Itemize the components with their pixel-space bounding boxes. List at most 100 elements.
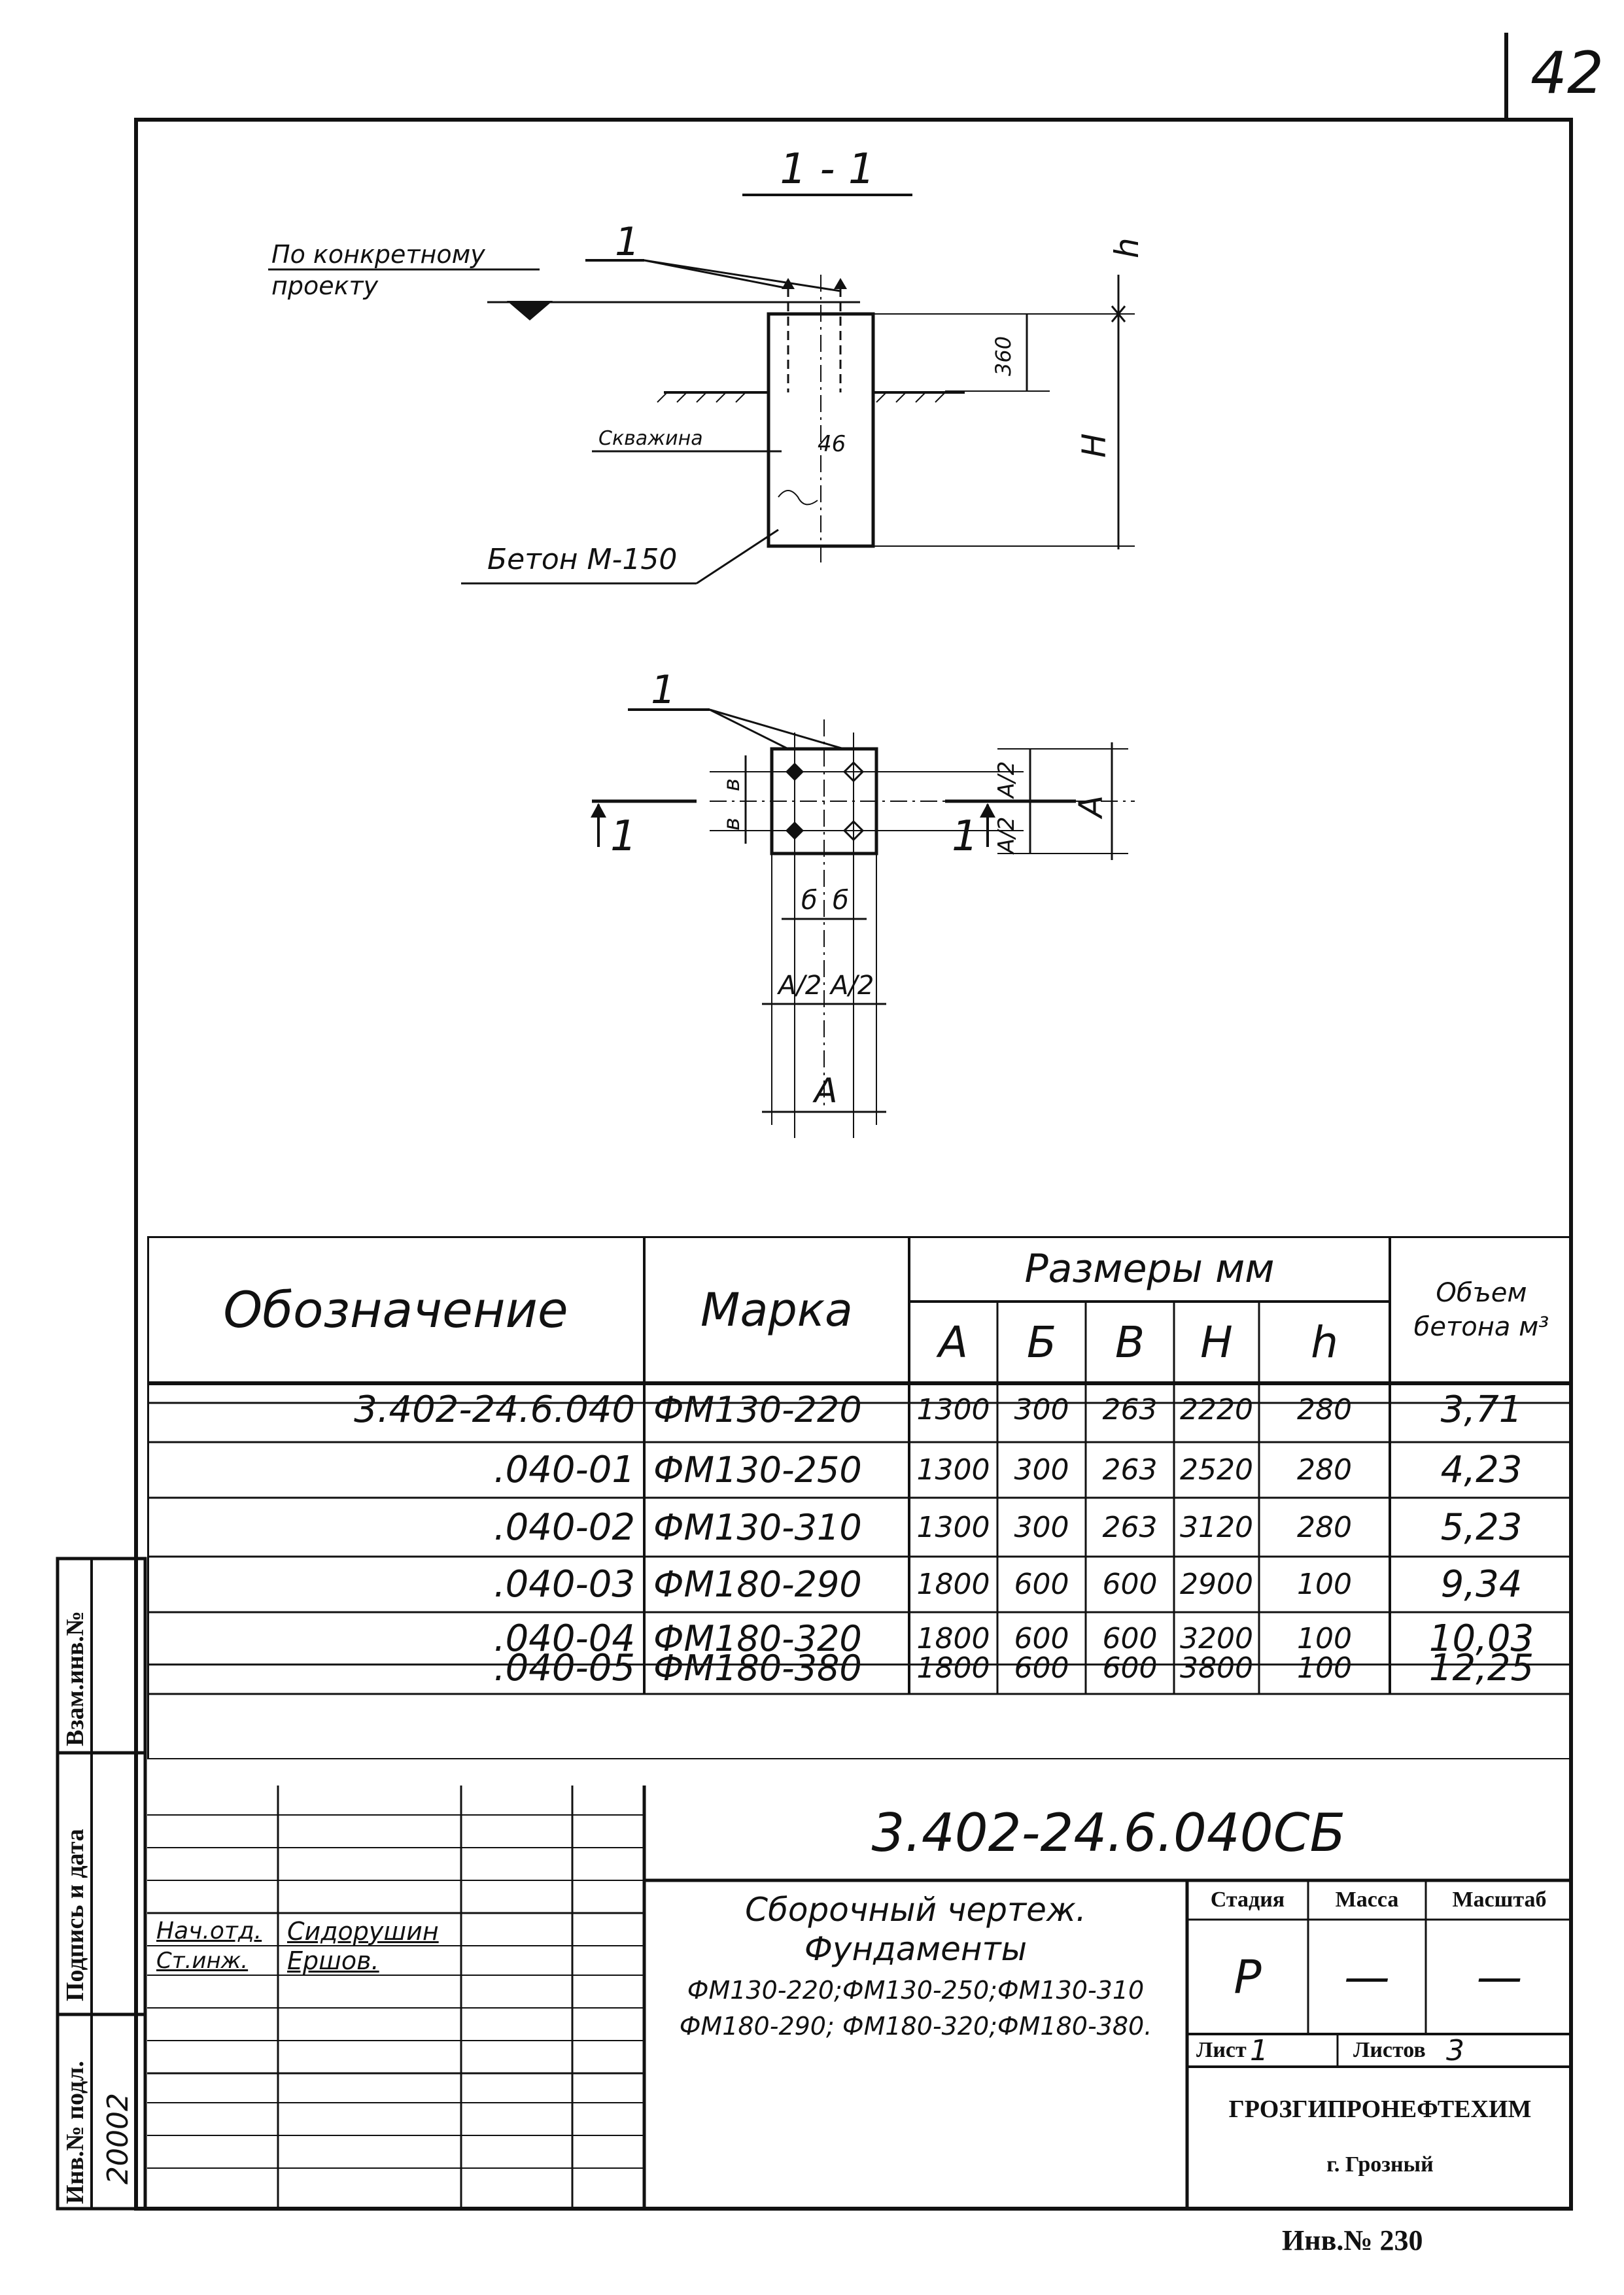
- cell-designation: .040-02: [493, 1506, 635, 1549]
- cell-H: 3120: [1180, 1510, 1253, 1544]
- concrete-label: Бетон М-150: [487, 543, 677, 576]
- section-callout-mark: 1: [615, 219, 640, 265]
- sheets-value: 3: [1446, 2033, 1464, 2067]
- cell-mark: ФМ180-320: [653, 1617, 862, 1659]
- label-swap: Взам.инв.№: [61, 1611, 89, 1746]
- sheets-label: Листов: [1353, 2038, 1426, 2062]
- side-stamp: Взам.инв.№ Подпись и дата Инв.№ подл. 20…: [56, 1557, 147, 2211]
- section-mark-right: 1: [952, 812, 978, 861]
- drawing-area: 1 - 1 По конкретному проекту 1 Скважина …: [268, 145, 1146, 1138]
- ground-hatch: [657, 392, 946, 403]
- plan-callout-mark: 1: [651, 667, 676, 713]
- cell-V: 600: [1102, 1651, 1158, 1685]
- title-line3: ФМ130-220;ФМ130-250;ФМ130-310: [687, 1975, 1145, 2005]
- cell-h: 100: [1297, 1568, 1352, 1601]
- well-dim: 46: [818, 431, 846, 457]
- anchor-bolt-icon: [842, 761, 865, 783]
- name2: Ершов.: [287, 1946, 379, 1975]
- cell-H: 3200: [1180, 1621, 1253, 1655]
- role1: Нач.отд.: [156, 1918, 262, 1944]
- cell-h: 280: [1297, 1510, 1352, 1544]
- header-mark: Марка: [700, 1283, 853, 1337]
- section-title: 1 - 1: [780, 145, 874, 194]
- anchor-bolt-icon: [786, 763, 804, 781]
- label-inv: Инв.№ подл.: [61, 2060, 89, 2204]
- cell-V: 263: [1102, 1453, 1158, 1487]
- sheet-value: 1: [1250, 2033, 1268, 2067]
- dim-360: 360: [991, 336, 1016, 376]
- cell-h: 280: [1297, 1453, 1352, 1487]
- organization-name: ГРОЗГИПРОНЕФТЕХИМ: [1228, 2096, 1532, 2123]
- dim-a-half-2: A/2: [993, 817, 1020, 855]
- cell-h: 100: [1297, 1621, 1352, 1655]
- header-col-h-upper: Н: [1200, 1317, 1233, 1368]
- title-line1: Сборочный чертеж.: [745, 1891, 1086, 1929]
- scale-value: —: [1476, 1950, 1523, 2004]
- cell-H: 2520: [1180, 1453, 1253, 1487]
- cell-B: 600: [1014, 1651, 1069, 1685]
- section-arrow-icon: [591, 803, 606, 818]
- header-designation: Обозначение: [223, 1281, 568, 1339]
- cell-mark: ФМ180-290: [653, 1564, 862, 1605]
- sheet-number-divider: [1504, 33, 1508, 118]
- dim-H: H: [1075, 433, 1113, 458]
- drawing-code: 3.402-24.6.040СБ: [871, 1803, 1346, 1863]
- cell-volume: 9,34: [1440, 1563, 1523, 1606]
- cell-A: 1300: [916, 1510, 990, 1544]
- cell-h: 280: [1297, 1392, 1352, 1426]
- inv-value: 20002: [101, 2093, 135, 2184]
- spec-table-grid: [147, 1236, 1573, 1759]
- cell-A: 1300: [916, 1392, 990, 1426]
- title-block: 3.402-24.6.040СБ Сборочный чертеж. Фунда…: [147, 1786, 1573, 2211]
- bolt-arrow-icon: [782, 278, 795, 289]
- cell-B: 600: [1014, 1621, 1069, 1655]
- cell-V: 600: [1102, 1568, 1158, 1601]
- level-note-line1: По конкретному: [271, 240, 485, 269]
- cell-mark: ФМ130-220: [653, 1389, 862, 1430]
- stage-value: Р: [1234, 1950, 1262, 2004]
- level-mark-icon: [507, 301, 553, 320]
- cell-B: 600: [1014, 1568, 1069, 1601]
- cell-B: 300: [1014, 1510, 1069, 1544]
- cell-A: 1800: [916, 1621, 990, 1655]
- cell-mark: ФМ130-310: [653, 1506, 862, 1548]
- dim-b-1: б: [801, 886, 818, 916]
- cell-volume: 4,23: [1440, 1449, 1523, 1491]
- dim-b-2: б: [833, 886, 849, 916]
- inventory-number: Инв.№ 230: [1282, 2224, 1423, 2256]
- cell-V: 263: [1102, 1510, 1158, 1544]
- cell-H: 2900: [1180, 1568, 1253, 1601]
- cell-mark: ФМ130-250: [653, 1449, 862, 1491]
- name1: Сидорушин: [287, 1916, 439, 1946]
- cell-A: 1300: [916, 1453, 990, 1487]
- section-arrow-icon: [980, 803, 995, 818]
- section-mark-left: 1: [610, 812, 637, 861]
- cell-V: 600: [1102, 1621, 1158, 1655]
- cell-volume: 12,25: [1428, 1646, 1534, 1689]
- drawing-frame: [134, 118, 1573, 2211]
- cell-A: 1800: [916, 1568, 990, 1601]
- header-volume: Объем бетона м³: [1413, 1277, 1549, 1342]
- level-note-line2: проекту: [271, 271, 379, 300]
- cell-mark: ФМ180-380: [653, 1647, 862, 1689]
- dim-h: h: [1108, 237, 1146, 258]
- mass-value: —: [1344, 1950, 1390, 2004]
- cell-A: 1800: [916, 1651, 990, 1685]
- cell-V: 263: [1102, 1392, 1158, 1426]
- cell-B: 300: [1014, 1453, 1069, 1487]
- header-col-b: Б: [1026, 1317, 1057, 1368]
- dim-v-2: в: [719, 818, 745, 831]
- header-col-v: В: [1114, 1317, 1145, 1368]
- cell-H: 3800: [1180, 1651, 1253, 1685]
- cell-volume: 3,71: [1440, 1388, 1523, 1431]
- cell-B: 300: [1014, 1392, 1069, 1426]
- title-block-grid: [147, 1786, 1573, 2211]
- dim-a-half-1: A/2: [993, 761, 1020, 799]
- section-view: По конкретному проекту 1 Скважина 46 Бет…: [268, 219, 1146, 585]
- cell-h: 100: [1297, 1651, 1352, 1685]
- sheet-label: Лист: [1196, 2038, 1247, 2062]
- header-col-a: А: [938, 1317, 969, 1368]
- stage-label: Стадия: [1210, 1888, 1285, 1912]
- dim-a-half-bottom-1: A/2: [776, 971, 821, 1001]
